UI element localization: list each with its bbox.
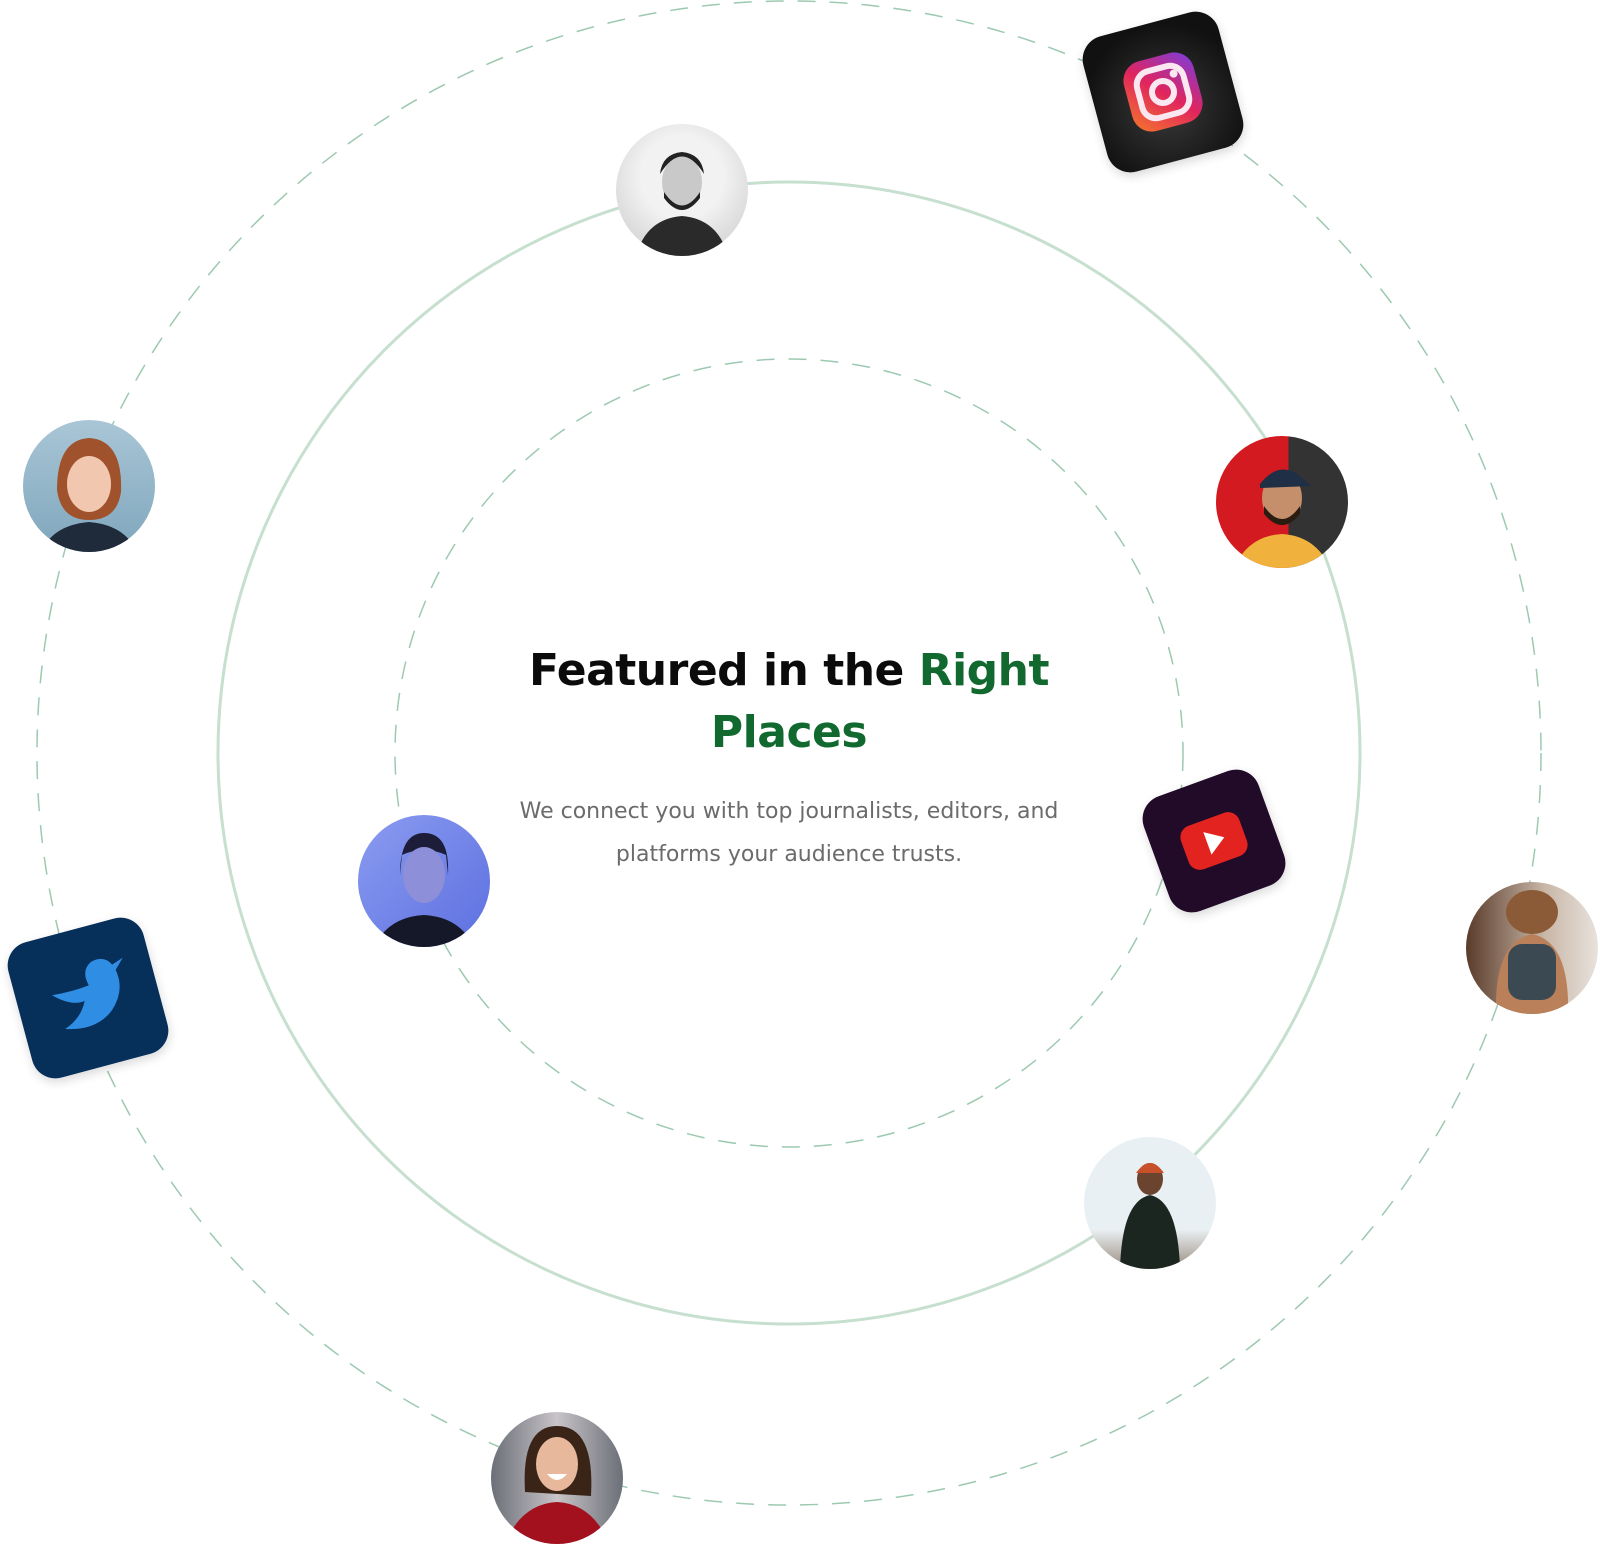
featured-section: Featured in the Right Places We connect … — [479, 640, 1099, 876]
section-description: We connect you with top journalists, edi… — [519, 799, 1059, 867]
avatar-backpack-person — [1466, 882, 1598, 1014]
page-title: Featured in the Right Places — [528, 645, 1050, 758]
person-icon — [41, 438, 137, 552]
avatar-red-hair-woman — [23, 420, 155, 552]
avatar-bearded-man — [616, 124, 748, 256]
twitter-tile — [2, 912, 174, 1084]
person-icon — [636, 152, 728, 256]
avatar-cap-man — [1216, 436, 1348, 568]
avatar-orange-beanie-man — [1084, 1137, 1216, 1269]
instagram-icon — [1123, 52, 1203, 132]
person-icon — [505, 1426, 609, 1544]
avatar-blue-light-woman — [358, 815, 490, 947]
middle-solid-ring — [216, 180, 1362, 1326]
title-accent: Right Places — [710, 645, 1050, 758]
person-icon — [1234, 469, 1330, 568]
avatar-smiling-woman — [491, 1412, 623, 1544]
twitter-icon — [52, 957, 123, 1030]
instagram-tile — [1077, 6, 1249, 178]
person-icon — [1120, 1163, 1180, 1269]
inner-dashed-ring — [394, 358, 1184, 1148]
person-icon — [1495, 890, 1569, 1014]
person-icon — [374, 833, 474, 947]
outer-dashed-ring — [36, 0, 1542, 1506]
youtube-tile — [1135, 762, 1293, 920]
youtube-icon — [1180, 812, 1248, 870]
